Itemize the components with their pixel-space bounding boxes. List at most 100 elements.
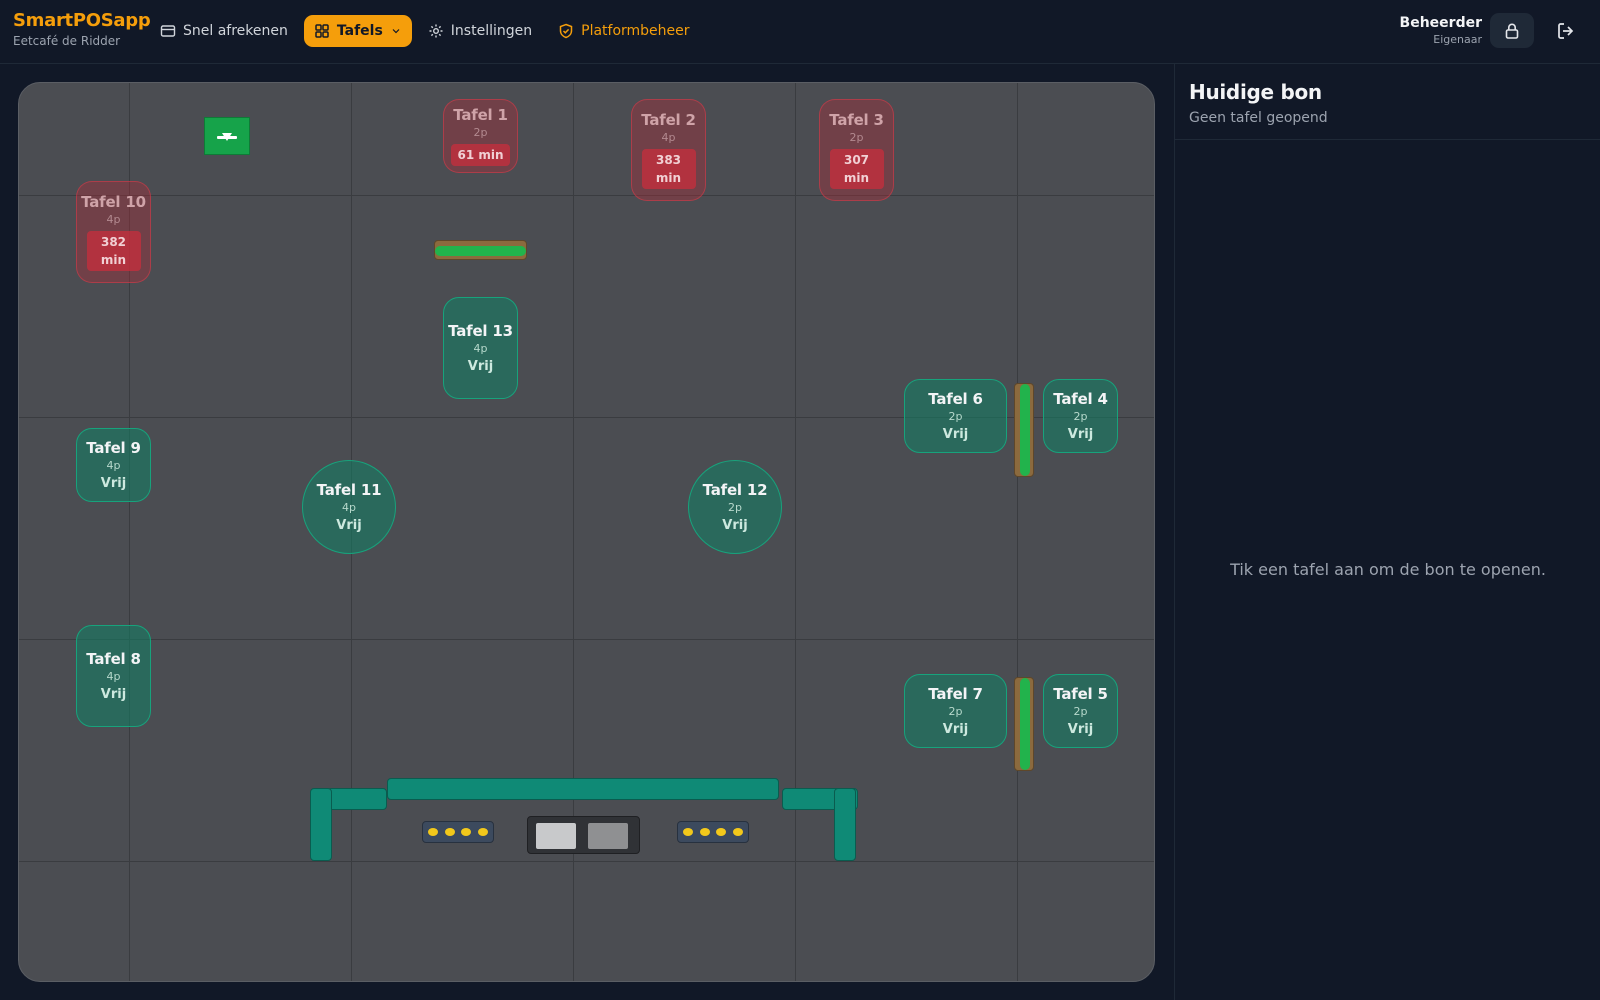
table-seats: 2p xyxy=(728,501,742,514)
table-status: Vrij xyxy=(942,427,969,442)
table-tafel-8[interactable]: Tafel 8 4p Vrij xyxy=(76,625,151,727)
receipt-panel: Huidige bon Geen tafel geopend Tik een t… xyxy=(1174,64,1600,1000)
table-name: Tafel 8 xyxy=(86,650,141,668)
table-seats: 4p xyxy=(342,501,356,514)
lock-icon xyxy=(1505,23,1519,39)
main-nav: Snel afrekenen Tafels Instellingen Platf… xyxy=(150,15,700,47)
user-info: Beheerder Eigenaar xyxy=(1400,15,1482,46)
table-name: Tafel 12 xyxy=(702,481,768,499)
logout-button[interactable] xyxy=(1551,15,1581,47)
grid-line xyxy=(573,83,574,981)
table-status: Vrij xyxy=(722,518,748,533)
table-tafel-12[interactable]: Tafel 12 2p Vrij xyxy=(688,460,782,554)
nav-label: Snel afrekenen xyxy=(183,23,288,39)
receipt-header: Huidige bon Geen tafel geopend xyxy=(1175,64,1600,140)
table-duration: 382 min xyxy=(86,231,141,271)
table-tafel-11[interactable]: Tafel 11 4p Vrij xyxy=(302,460,396,554)
table-name: Tafel 5 xyxy=(1053,685,1108,703)
grid-icon xyxy=(315,24,329,38)
table-seats: 4p xyxy=(106,670,121,683)
floor-plan: Tafel 1 2p 61 min Tafel 2 4p 383 min Taf… xyxy=(18,82,1155,982)
table-tafel-3[interactable]: Tafel 3 2p 307 min xyxy=(819,99,894,201)
user-name: Beheerder xyxy=(1399,15,1482,31)
nav-label: Platformbeheer xyxy=(581,23,690,39)
plant-leaves xyxy=(1020,384,1030,476)
table-seats: 2p xyxy=(948,705,963,718)
table-name: Tafel 1 xyxy=(453,106,508,124)
register-screen xyxy=(536,823,576,849)
nav-label: Tafels xyxy=(336,23,383,39)
plant-divider xyxy=(434,240,527,260)
beer-taps xyxy=(677,821,749,843)
grid-line xyxy=(19,639,1154,640)
top-bar: SmartPOSapp Eetcafé de Ridder Snel afrek… xyxy=(0,0,1600,64)
receipt-title: Huidige bon xyxy=(1189,80,1322,104)
app-name: SmartPOSapp xyxy=(13,10,151,31)
nav-label: Instellingen xyxy=(450,23,533,39)
table-name: Tafel 3 xyxy=(829,111,884,129)
plant-leaves xyxy=(1020,678,1030,770)
table-tafel-2[interactable]: Tafel 2 4p 383 min xyxy=(631,99,706,201)
table-name: Tafel 9 xyxy=(86,439,141,457)
table-seats: 2p xyxy=(1073,410,1088,423)
lock-button[interactable] xyxy=(1490,13,1534,48)
chevron-down-icon xyxy=(392,29,400,34)
table-status: Vrij xyxy=(467,359,494,374)
emergency-exit-sign xyxy=(204,117,250,155)
gear-icon xyxy=(429,24,443,38)
table-name: Tafel 10 xyxy=(81,193,146,211)
register-screen xyxy=(588,823,628,849)
table-name: Tafel 7 xyxy=(928,685,983,703)
table-seats: 4p xyxy=(661,131,676,144)
receipt-subtitle: Geen tafel geopend xyxy=(1189,110,1328,126)
nav-settings[interactable]: Instellingen xyxy=(418,15,542,47)
table-seats: 4p xyxy=(473,342,488,355)
table-duration: 61 min xyxy=(451,144,510,166)
table-tafel-7[interactable]: Tafel 7 2p Vrij xyxy=(904,674,1007,748)
table-tafel-4[interactable]: Tafel 4 2p Vrij xyxy=(1043,379,1118,453)
cash-register xyxy=(527,816,640,854)
table-status: Vrij xyxy=(100,687,127,702)
table-tafel-1[interactable]: Tafel 1 2p 61 min xyxy=(443,99,518,173)
table-seats: 2p xyxy=(849,131,864,144)
grid-line xyxy=(19,195,1154,196)
table-status: Vrij xyxy=(1067,427,1094,442)
table-status: Vrij xyxy=(100,476,127,491)
receipt-empty-state: Tik een tafel aan om de bon te openen. xyxy=(1230,560,1546,579)
table-status: Vrij xyxy=(1067,722,1094,737)
table-tafel-5[interactable]: Tafel 5 2p Vrij xyxy=(1043,674,1118,748)
plant-divider xyxy=(1014,383,1034,477)
venue-name: Eetcafé de Ridder xyxy=(13,34,121,48)
credit-card-icon xyxy=(160,25,176,37)
shield-icon xyxy=(559,23,573,39)
user-role: Eigenaar xyxy=(1433,33,1482,46)
table-tafel-9[interactable]: Tafel 9 4p Vrij xyxy=(76,428,151,502)
table-seats: 2p xyxy=(1073,705,1088,718)
table-status: Vrij xyxy=(942,722,969,737)
beer-taps xyxy=(422,821,494,843)
grid-line xyxy=(1017,83,1018,981)
table-seats: 4p xyxy=(106,213,121,226)
table-duration: 383 min xyxy=(641,149,696,189)
nav-quick-checkout[interactable]: Snel afrekenen xyxy=(150,15,298,47)
grid-line xyxy=(129,83,130,981)
table-seats: 2p xyxy=(473,126,488,139)
table-tafel-6[interactable]: Tafel 6 2p Vrij xyxy=(904,379,1007,453)
table-tafel-13[interactable]: Tafel 13 4p Vrij xyxy=(443,297,518,399)
nav-platform-admin[interactable]: Platformbeheer xyxy=(548,15,699,47)
nav-tables[interactable]: Tafels xyxy=(303,15,412,47)
table-seats: 4p xyxy=(106,459,121,472)
table-name: Tafel 4 xyxy=(1053,390,1108,408)
bar-counter xyxy=(387,778,779,800)
exit-arrow-icon xyxy=(217,133,237,141)
grid-line xyxy=(19,861,1154,862)
brand: SmartPOSapp Eetcafé de Ridder xyxy=(13,10,151,48)
logout-icon xyxy=(1558,23,1574,39)
bar-counter xyxy=(310,788,332,861)
bar-counter xyxy=(834,788,856,861)
table-name: Tafel 11 xyxy=(316,481,382,499)
plant-leaves xyxy=(435,246,526,256)
table-status: Vrij xyxy=(336,518,362,533)
plant-divider xyxy=(1014,677,1034,771)
table-tafel-10[interactable]: Tafel 10 4p 382 min xyxy=(76,181,151,283)
